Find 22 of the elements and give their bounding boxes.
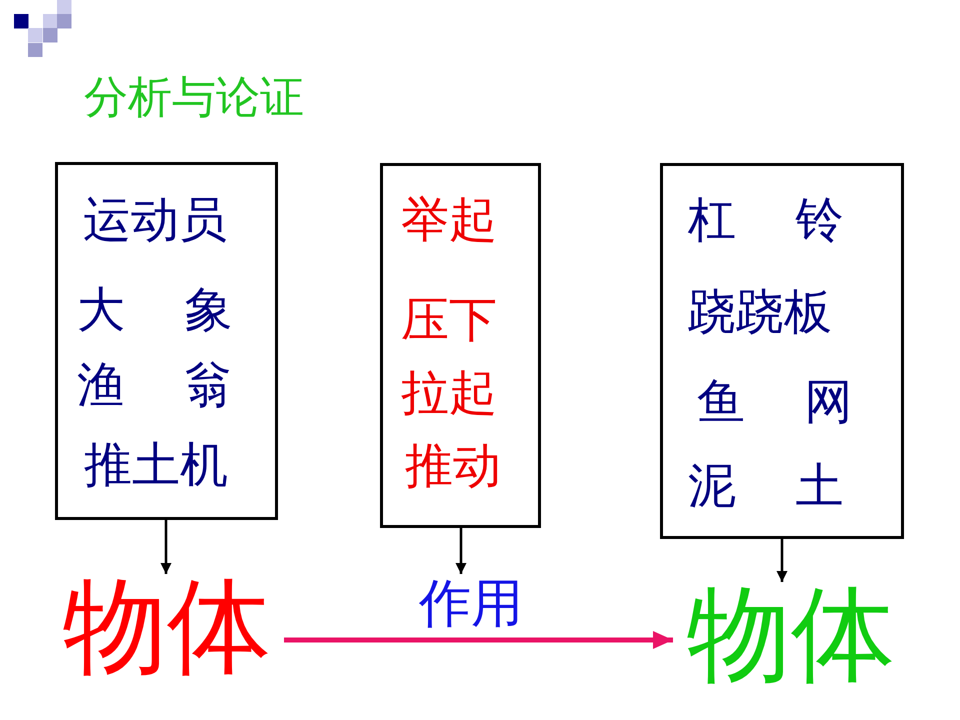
list-box bbox=[380, 163, 541, 528]
list-box bbox=[660, 163, 904, 539]
object-text: 物体 bbox=[63, 574, 284, 678]
item-text: 大 象 bbox=[77, 286, 232, 334]
slide-title: 分析与论证 bbox=[84, 76, 304, 120]
item-text: 跷跷板 bbox=[688, 288, 832, 336]
item-text: 举起 bbox=[401, 196, 497, 244]
item-text: 渔 翁 bbox=[77, 361, 232, 409]
arrow bbox=[160, 520, 172, 574]
item-text: 泥 土 bbox=[688, 462, 844, 510]
object-text: 物体 bbox=[673, 582, 895, 686]
item-text: 推土机 bbox=[84, 441, 228, 489]
item-text: 运动员 bbox=[83, 196, 227, 244]
list-box bbox=[55, 162, 278, 520]
item-text: 拉起 bbox=[401, 369, 497, 417]
arrow bbox=[776, 539, 788, 582]
item-text: 杠 铃 bbox=[688, 196, 844, 244]
item-text: 压下 bbox=[401, 296, 497, 344]
arrow bbox=[284, 631, 673, 649]
item-text: 鱼 网 bbox=[697, 378, 852, 426]
item-text: 推动 bbox=[405, 442, 501, 490]
arrow bbox=[456, 528, 466, 574]
